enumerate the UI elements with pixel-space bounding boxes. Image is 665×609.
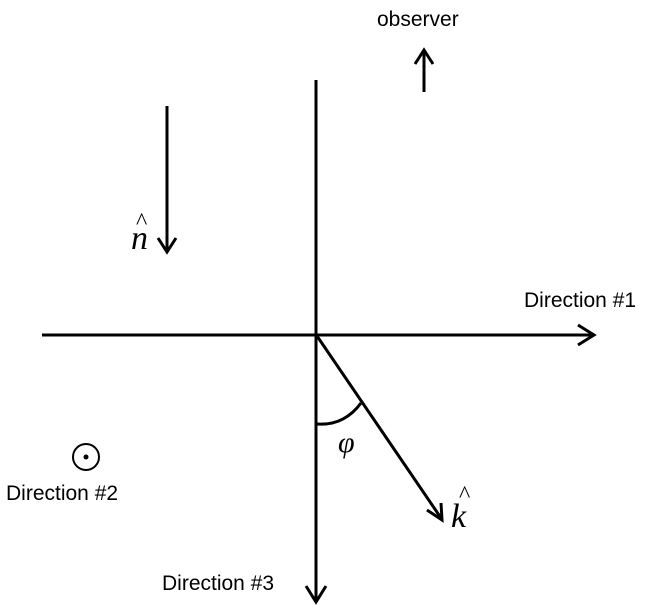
observer-arrow bbox=[413, 47, 435, 92]
n-hat-arrow bbox=[156, 106, 178, 255]
k-hat-arrow bbox=[315, 335, 444, 523]
observer-label: observer bbox=[377, 8, 459, 31]
n-symbol: n bbox=[131, 220, 148, 257]
direction-1-label: Direction #1 bbox=[524, 289, 637, 312]
direction-2-label: Direction #2 bbox=[6, 482, 119, 505]
phi-angle-arc bbox=[316, 402, 363, 426]
circle-dot-icon bbox=[72, 443, 100, 471]
direction-1-axis bbox=[42, 323, 597, 347]
phi-symbol: φ bbox=[338, 426, 355, 459]
k-hat-caret: ^ bbox=[459, 482, 471, 508]
n-hat-caret: ^ bbox=[136, 209, 148, 235]
direction-3-axis bbox=[304, 80, 328, 605]
direction-3-label: Direction #3 bbox=[162, 572, 275, 595]
k-symbol: k bbox=[451, 498, 467, 535]
